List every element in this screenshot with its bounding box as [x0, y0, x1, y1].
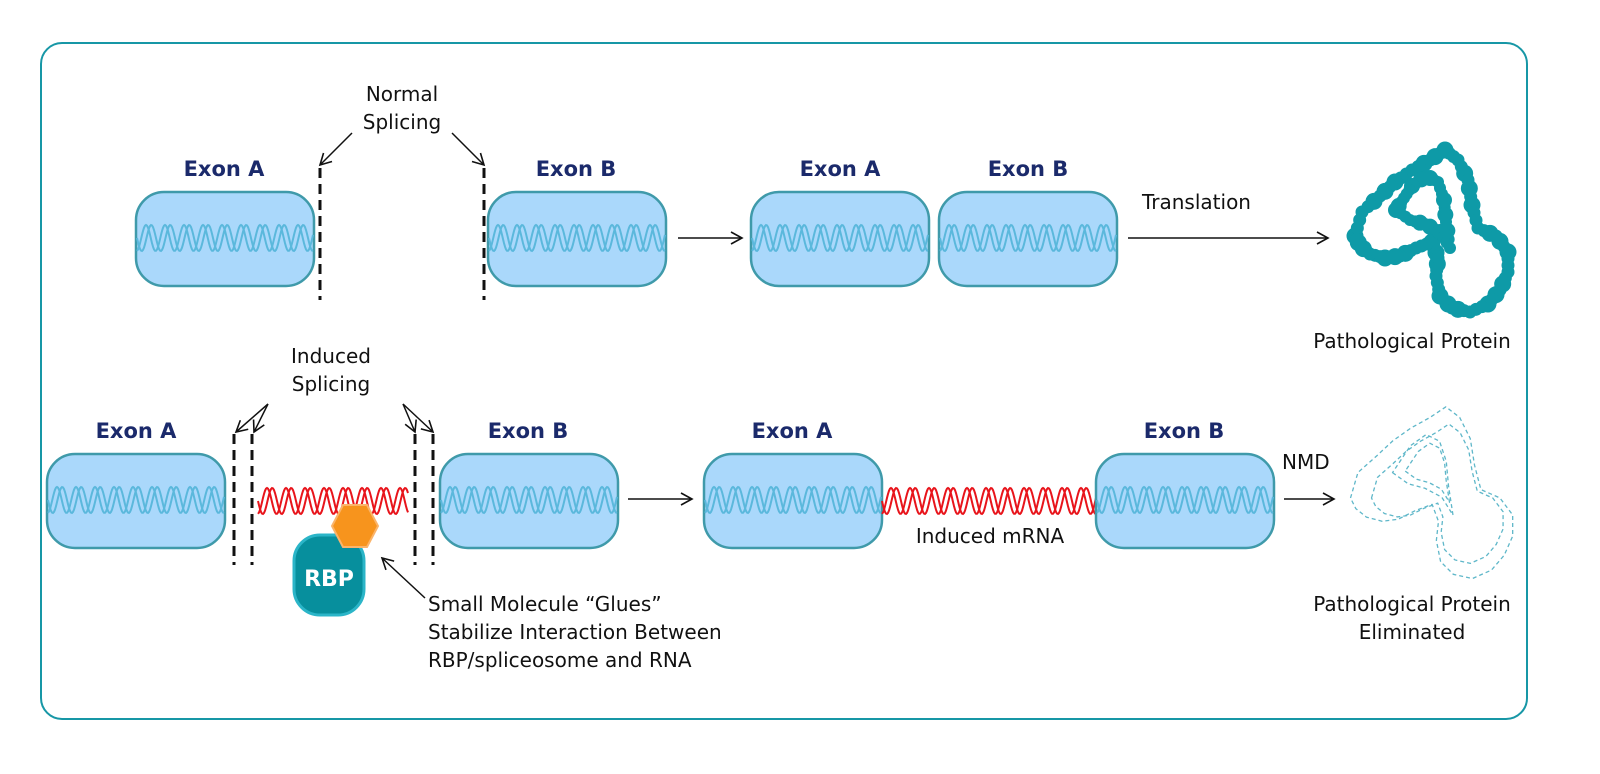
helix-strand: [881, 486, 1097, 515]
rbp-label: RBP: [304, 567, 354, 592]
eliminated-protein-label-1: Pathological Protein: [1313, 592, 1511, 616]
mature-exon-a-box: [702, 452, 884, 550]
eliminated-protein-icon: [1349, 406, 1514, 580]
protein-bead: [1390, 198, 1407, 214]
glue-note-line-3: RBP/spliceosome and RNA: [428, 648, 692, 672]
splice-arrow-left: [318, 132, 353, 167]
splice-arrow: [252, 403, 269, 434]
helix-strand: [488, 223, 666, 252]
mature-exon-a-label: Exon A: [800, 157, 882, 181]
pathological-protein-icon: [1346, 141, 1517, 319]
exon-body: [937, 190, 1119, 288]
mature-exon-b-box: [937, 190, 1119, 288]
rbp-protein: [292, 533, 366, 617]
pathological-protein-label: Pathological Protein: [1313, 329, 1511, 353]
small-molecule-glue-icon: [330, 504, 380, 548]
intron-helix: [257, 486, 409, 516]
protein-bead: [1350, 232, 1364, 246]
induced-splicing-label-1: Induced: [291, 344, 371, 368]
splice-arrow-right: [451, 132, 486, 167]
exon-b-box: [438, 452, 620, 550]
exon-a-box: [134, 190, 316, 288]
helix-strand: [1096, 485, 1274, 514]
bottom-row: Induced Splicing Exon A Exon B RBP Small…: [45, 344, 1514, 672]
helix-strand: [257, 486, 409, 515]
exon-b-box: [486, 190, 668, 288]
exon-body: [45, 452, 227, 550]
splice-arrow: [234, 403, 269, 434]
glue-note-line-1: Small Molecule “Glues”: [428, 592, 662, 616]
helix-strand: [47, 485, 225, 514]
glue-note-line-2: Stabilize Interaction Between: [428, 620, 722, 644]
glue-pointer-arrow: [380, 556, 426, 599]
induced-splicing-label-2: Splicing: [292, 372, 370, 396]
protein-outline: [1370, 423, 1504, 565]
helix-strand: [257, 486, 409, 516]
mature-exon-a-box: [749, 190, 931, 288]
induced-mrna-label: Induced mRNA: [916, 524, 1065, 548]
eliminated-protein-label-2: Eliminated: [1359, 620, 1466, 644]
helix-strand: [704, 485, 882, 514]
splice-arrow: [402, 403, 417, 434]
mature-exon-a-label: Exon A: [752, 419, 834, 443]
exon-a-label: Exon A: [96, 419, 178, 443]
exon-body: [438, 452, 620, 550]
translation-label: Translation: [1141, 190, 1251, 214]
protein-outline: [1391, 433, 1454, 516]
protein-outline: [1404, 442, 1451, 503]
exon-body: [749, 190, 931, 288]
helix-strand: [939, 223, 1117, 252]
exon-b-label: Exon B: [488, 419, 569, 443]
diagram-frame: [40, 42, 1528, 720]
exon-body: [486, 190, 668, 288]
exon-a-box: [45, 452, 227, 550]
exon-b-label: Exon B: [536, 157, 617, 181]
induced-mrna-helix: [881, 486, 1097, 516]
protein-outline: [1349, 406, 1514, 580]
normal-splicing-label-1: Normal: [366, 82, 438, 106]
top-row: Normal Splicing Exon A Exon B Exon A Exo…: [134, 82, 1517, 353]
nmd-label: NMD: [1282, 450, 1330, 474]
helix-strand: [136, 223, 314, 252]
helix-strand: [440, 485, 618, 514]
mature-exon-b-box: [1094, 452, 1276, 550]
splice-arrow: [402, 403, 435, 434]
helix-strand: [751, 223, 929, 252]
exon-body: [134, 190, 316, 288]
exon-a-label: Exon A: [184, 157, 266, 181]
exon-body: [702, 452, 884, 550]
mature-exon-b-label: Exon B: [988, 157, 1069, 181]
normal-splicing-label-2: Splicing: [363, 110, 441, 134]
exon-body: [1094, 452, 1276, 550]
mature-exon-b-label: Exon B: [1144, 419, 1225, 443]
